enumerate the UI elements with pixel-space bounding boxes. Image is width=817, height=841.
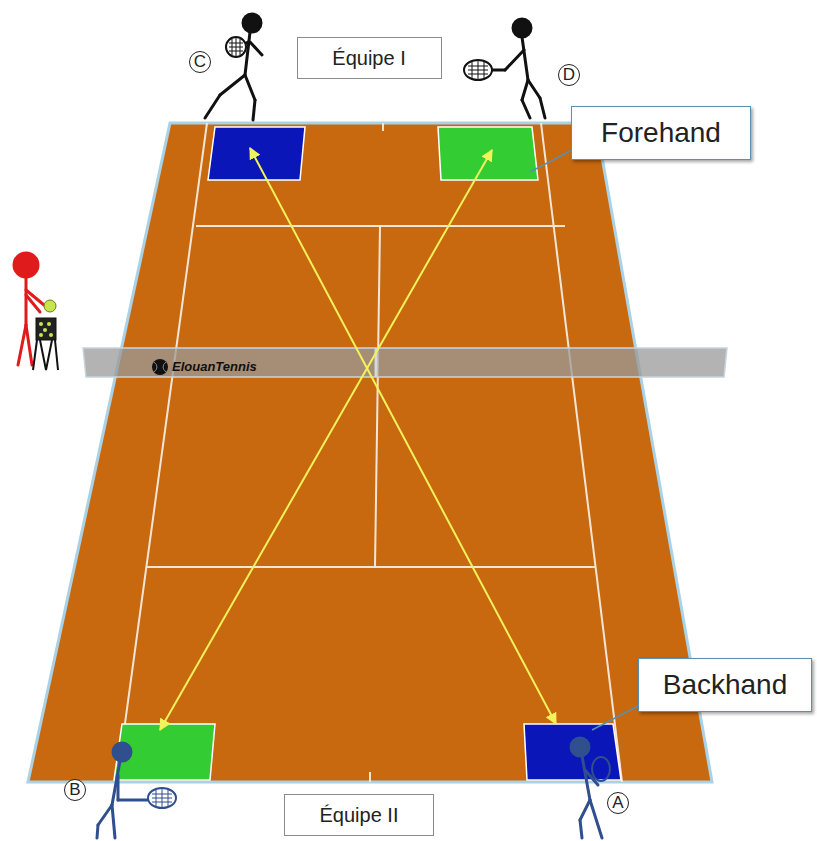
label-text: Équipe I bbox=[332, 47, 405, 70]
label-text: Backhand bbox=[663, 669, 788, 701]
shot-arrow bbox=[250, 148, 556, 724]
ball-basket bbox=[33, 318, 58, 370]
callout-letter: A bbox=[607, 792, 629, 814]
label-text: Forehand bbox=[601, 117, 721, 149]
shot-arrow bbox=[160, 150, 492, 730]
callout-letter: C bbox=[189, 51, 211, 73]
callout-letter-text: D bbox=[563, 65, 575, 85]
label-text: Équipe II bbox=[320, 804, 399, 827]
team-label-box: Équipe I bbox=[297, 37, 442, 79]
logo-ball bbox=[152, 359, 168, 375]
target-zone bbox=[524, 724, 621, 780]
player-figure bbox=[97, 743, 148, 838]
callout-letter-text: B bbox=[69, 780, 80, 800]
callout-box: Backhand bbox=[638, 658, 812, 712]
callout-letter-text: A bbox=[612, 793, 623, 813]
team-label-box: Équipe II bbox=[284, 794, 434, 836]
leader-line bbox=[592, 705, 640, 730]
callout-letter-text: C bbox=[194, 52, 206, 72]
court-surface bbox=[28, 123, 712, 782]
callout-letter: B bbox=[64, 779, 86, 801]
watermark: ElouanTennis bbox=[172, 359, 257, 374]
target-zone bbox=[208, 127, 305, 180]
callout-letter: D bbox=[558, 64, 580, 86]
coach-figure bbox=[14, 253, 44, 365]
target-zone bbox=[438, 127, 538, 180]
callout-box: Forehand bbox=[571, 106, 751, 160]
player-figure bbox=[492, 19, 545, 118]
player-figure bbox=[205, 14, 262, 120]
net bbox=[83, 348, 727, 377]
player-figure bbox=[571, 738, 602, 838]
leader-line bbox=[530, 150, 572, 172]
target-zone bbox=[114, 724, 215, 780]
court-lines bbox=[117, 123, 622, 782]
